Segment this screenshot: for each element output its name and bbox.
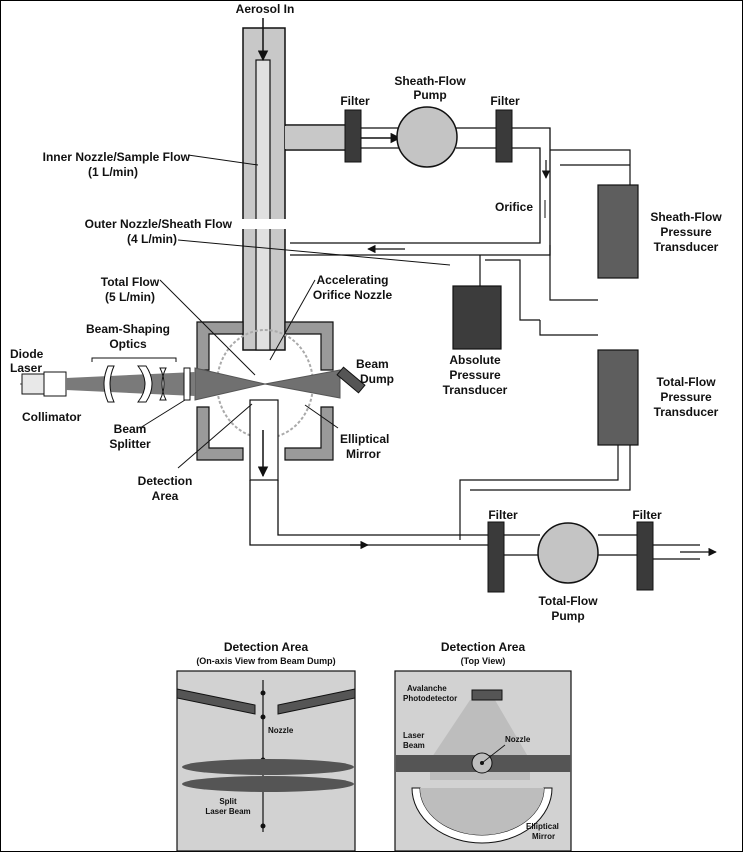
inset-right-laser-2: Beam [403,741,425,750]
total-transducer-label-3: Transducer [653,405,719,419]
outer-nozzle-label-2: (4 L/min) [127,232,177,246]
diode-label-1: Diode [10,347,44,361]
filter-2 [495,109,513,163]
sheath-flow-pressure-transducer [597,184,639,279]
filter-label-2: Filter [490,94,520,108]
beam-splitter-label-2: Splitter [109,437,151,451]
inset-left-title: Detection Area [223,640,309,654]
absolute-pressure-transducer [452,285,502,350]
inset-left-nozzle: Nozzle [268,726,294,735]
laser-beam [194,367,341,401]
total-flow-pressure-transducer [597,349,639,446]
inset-right-apd-1: Avalanche [407,684,447,693]
lens-3 [159,367,167,401]
filter-label-3: Filter [488,508,518,522]
sheath-flow-pump-label-1: Sheath-Flow [394,74,466,88]
inset-right-mirror-1: Elliptical [526,822,559,831]
filter-4 [636,521,654,591]
sheath-pipe-top [285,124,345,151]
beam-dump-label-2: Dump [360,372,394,386]
beam-dump-label-1: Beam [356,357,389,371]
optics-beam [66,372,195,396]
total-pump-label-1: Total-Flow [538,594,598,608]
inner-nozzle-tube [255,59,271,351]
inset-right-laser-1: Laser [403,731,425,740]
collimator-label: Collimator [22,410,82,424]
filter-3 [487,521,505,593]
beam-splitter-label-1: Beam [113,422,147,436]
filter-label-4: Filter [632,508,662,522]
sheath-transducer-label-1: Sheath-Flow [650,210,722,224]
filter-label-1: Filter [340,94,370,108]
inset-right-title: Detection Area [440,640,526,654]
accelerating-label-2: Orifice Nozzle [312,288,393,302]
sheath-flow-pump-label-2: Pump [413,88,447,102]
detection-area-label-1: Detection [137,474,193,488]
inner-nozzle-label-2: (1 L/min) [88,165,138,179]
sheath-transducer-label-3: Transducer [653,240,719,254]
beam-dump [336,366,366,394]
inset-right-apd-2: Photodetector [403,694,458,703]
absolute-label-3: Transducer [442,383,508,397]
inset-right-nozzle: Nozzle [505,735,531,744]
inset-right-mirror-2: Mirror [532,832,556,841]
orifice-label: Orifice [495,200,534,214]
total-pump-label-2: Pump [551,609,585,623]
leader-lines [139,154,451,469]
absolute-label-2: Pressure [449,368,501,382]
sheath-transducer-label-2: Pressure [660,225,712,239]
optics-bracket [91,357,177,362]
total-transducer-label-1: Total-Flow [656,375,716,389]
total-flow-label-2: (5 L/min) [105,290,155,304]
elliptical-mirror-label-1: Elliptical [340,432,390,446]
lens-1 [103,365,115,403]
inner-nozzle-label-1: Inner Nozzle/Sample Flow [42,150,190,164]
accelerating-label-1: Accelerating [316,273,389,287]
diode-laser [21,373,45,395]
collimator [43,371,67,397]
split-beam-top [182,759,354,775]
inset-left-split-1: Split [219,797,237,806]
lens-2 [136,365,153,403]
filter-1 [344,109,362,163]
inset-left-subtitle: (On-axis View from Beam Dump) [196,656,336,666]
beam-shaping-label-2: Optics [109,337,147,351]
detection-area-label-2: Area [151,489,179,503]
sheath-flow-pump [396,106,458,168]
diode-label-2: Laser [10,361,43,375]
outer-nozzle-label-1: Outer Nozzle/Sheath Flow [84,217,232,231]
elliptical-mirror-label-2: Mirror [346,447,381,461]
inset-right-subtitle: (Top View) [460,656,506,666]
beam-shaping-label-1: Beam-Shaping [85,322,170,336]
split-beam-bottom [182,776,354,792]
exit-tube [249,399,279,481]
inset-left-split-2: Laser Beam [205,807,251,816]
total-transducer-label-2: Pressure [660,390,712,404]
total-flow-label-1: Total Flow [100,275,160,289]
absolute-label-1: Absolute [449,353,501,367]
avalanche-photodetector [471,689,503,701]
total-flow-pump [537,522,599,584]
aerosol-in-label: Aerosol In [235,2,295,16]
beam-splitter [183,367,191,401]
chamber-walls [196,321,334,461]
